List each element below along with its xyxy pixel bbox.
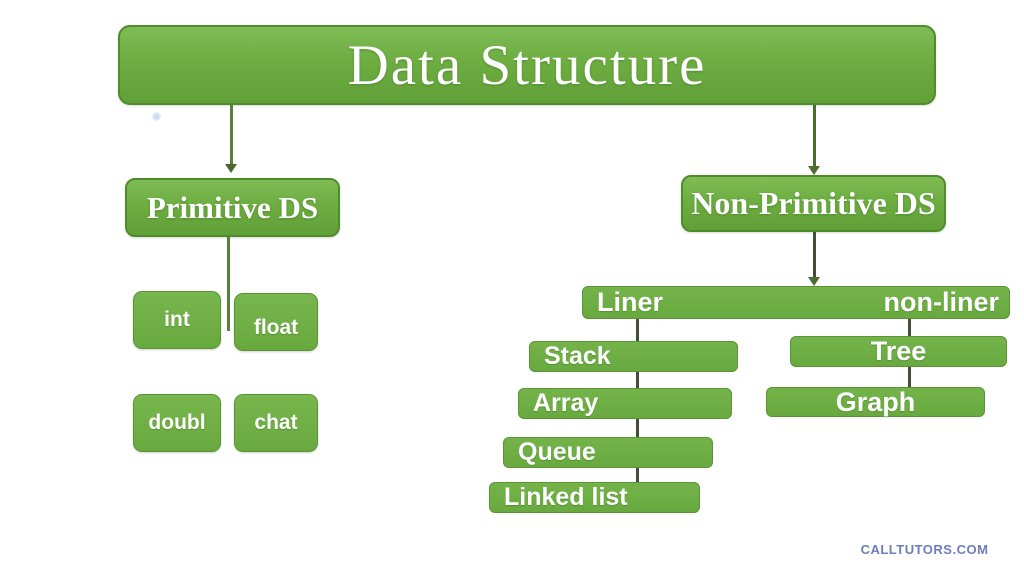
watermark-text: CALLTUTORS.COM [860, 542, 989, 557]
stray-mark-icon [152, 112, 161, 121]
node-non-primitive-ds: Non-Primitive DS [681, 175, 946, 232]
connector-liner-to-stack [636, 319, 639, 342]
connector-root-to-primitive [230, 105, 233, 165]
connector-nonprimitive-to-liner [813, 232, 816, 278]
node-doubl: doubl [133, 394, 221, 452]
arrowhead-down-icon [808, 277, 820, 286]
node-tree-label: Tree [870, 336, 927, 366]
connector-queue-to-linkedlist [636, 468, 639, 483]
node-linked-list: Linked list [489, 482, 700, 513]
node-queue-label: Queue [518, 438, 596, 466]
connector-primitive-to-types [227, 237, 230, 331]
node-float: float [234, 293, 318, 351]
connector-array-to-queue [636, 419, 639, 438]
node-liner-label: Liner [597, 287, 664, 317]
node-tree: Tree [790, 336, 1007, 367]
arrowhead-down-icon [225, 164, 237, 173]
node-stack: Stack [529, 341, 738, 372]
connector-tree-to-graph [908, 367, 911, 388]
node-primitive-ds-label: Primitive DS [146, 189, 319, 225]
node-nonliner-label: non-liner [883, 287, 1000, 317]
node-queue: Queue [503, 437, 713, 468]
node-primitive-ds: Primitive DS [125, 178, 340, 237]
node-int-label: int [164, 308, 190, 331]
node-graph-label: Graph [835, 386, 916, 417]
node-chat: chat [234, 394, 318, 452]
connector-stack-to-array [636, 372, 639, 389]
node-array: Array [518, 388, 732, 419]
node-stack-label: Stack [544, 342, 611, 370]
node-liner-nonliner-bar: Liner non-liner [582, 286, 1010, 319]
root-node-data-structure: Data Structure [118, 25, 936, 105]
root-node-label: Data Structure [347, 33, 707, 97]
connector-root-to-nonprimitive [813, 105, 816, 167]
node-array-label: Array [533, 389, 599, 417]
node-doubl-label: doubl [148, 411, 206, 434]
node-graph: Graph [766, 387, 985, 417]
node-linked-list-label: Linked list [504, 483, 628, 511]
arrowhead-down-icon [808, 166, 820, 175]
node-int: int [133, 291, 221, 349]
node-non-primitive-ds-label: Non-Primitive DS [691, 185, 936, 221]
node-float-label: float [253, 316, 299, 339]
node-chat-label: chat [254, 411, 298, 434]
connector-nonliner-to-tree [908, 319, 911, 337]
